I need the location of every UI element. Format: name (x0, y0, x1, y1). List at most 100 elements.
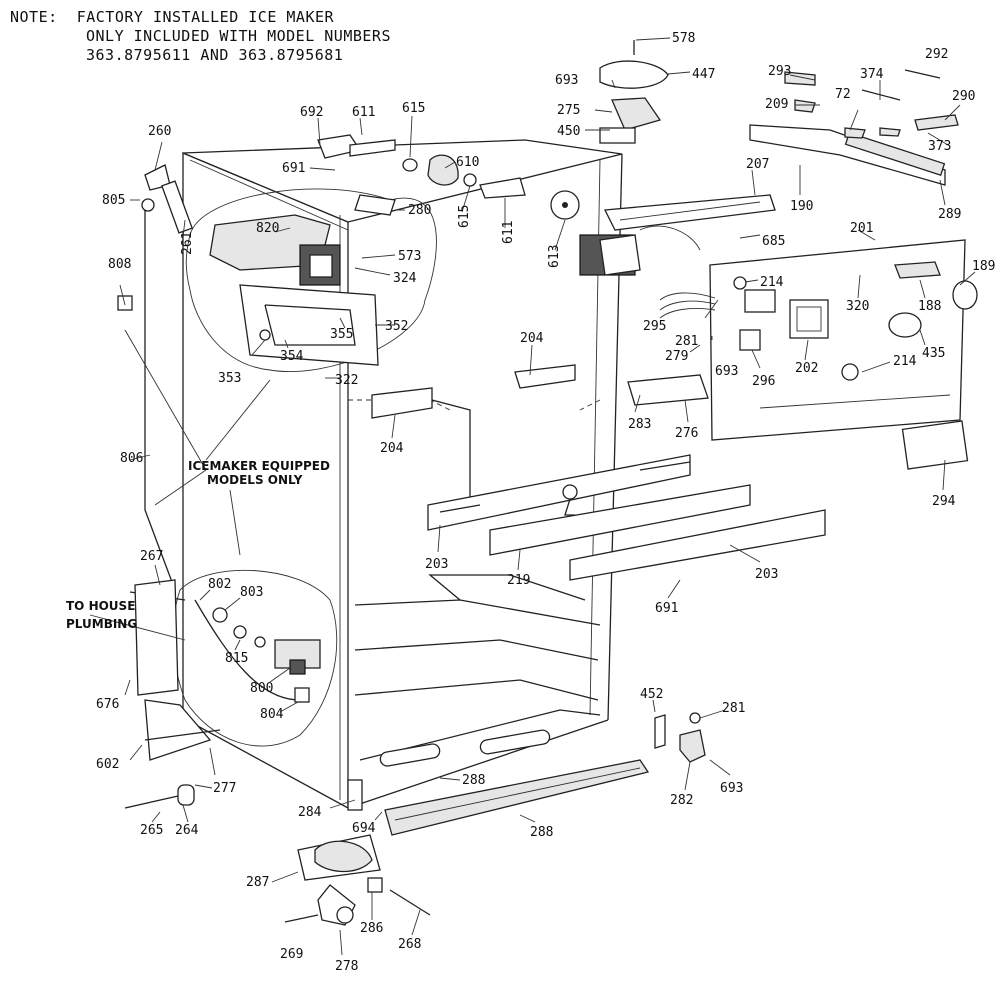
part-label: 374 (860, 67, 884, 82)
part-label: 278 (335, 959, 358, 974)
part-label: 260 (148, 124, 171, 139)
part-label: 354 (280, 349, 304, 364)
leader-lines (89, 37, 976, 956)
part-label: 282 (670, 793, 693, 808)
part-label: 290 (952, 89, 975, 104)
part-label: 189 (972, 259, 995, 274)
part-label: 352 (385, 319, 408, 334)
top-controls (317, 40, 959, 276)
note-prefix: NOTE: (10, 8, 58, 26)
part-label: 691 (282, 161, 305, 176)
part-label: 447 (692, 67, 715, 82)
part-label: 276 (675, 426, 698, 441)
part-label: 203 (755, 567, 778, 582)
part-label: 693 (555, 73, 578, 88)
part-label: 279 (665, 349, 688, 364)
part-label: 283 (628, 417, 651, 432)
part-label: 207 (746, 157, 769, 172)
part-label: 219 (507, 573, 530, 588)
plumbing-callout-line-1: TO HOUSE (66, 599, 135, 613)
part-label: 805 (102, 193, 125, 208)
part-label: 269 (280, 947, 303, 962)
part-labels: 578 447 693 275 450 292 293 374 290 209 … (96, 31, 995, 974)
bottom-parts (124, 712, 706, 926)
part-label: 693 (715, 364, 738, 379)
part-label: 435 (922, 346, 945, 361)
part-label: 72 (835, 87, 851, 102)
note-line-3: 363.8795611 AND 363.8795681 (86, 46, 344, 64)
part-label: 373 (928, 139, 951, 154)
part-label: 281 (675, 334, 698, 349)
icemaker-inset-lower (172, 569, 338, 747)
brackets-and-rails (371, 364, 826, 581)
part-label: 286 (360, 921, 383, 936)
part-label: 611 (352, 105, 375, 120)
part-label: 815 (225, 651, 248, 666)
part-label: 452 (640, 687, 663, 702)
part-label: 264 (175, 823, 199, 838)
part-label: 803 (240, 585, 263, 600)
part-label: 294 (932, 494, 956, 509)
part-label: 295 (643, 319, 666, 334)
part-label: 209 (765, 97, 788, 112)
part-label: 320 (846, 299, 869, 314)
part-label: 201 (850, 221, 873, 236)
part-label: 204 (380, 441, 404, 456)
part-label: 692 (300, 105, 323, 120)
part-label: 296 (752, 374, 775, 389)
part-label: 806 (120, 451, 143, 466)
part-label: 288 (462, 773, 485, 788)
part-label: 324 (393, 271, 417, 286)
part-label: 613 (547, 245, 562, 268)
part-label: 573 (398, 249, 421, 264)
part-label: 691 (655, 601, 678, 616)
note-line-2: ONLY INCLUDED WITH MODEL NUMBERS (86, 27, 391, 45)
part-label: 275 (557, 103, 580, 118)
part-label: 277 (213, 781, 236, 796)
icemaker-inset-upper (185, 188, 437, 372)
part-label: 322 (335, 373, 358, 388)
part-label: 190 (790, 199, 813, 214)
part-label: 280 (408, 203, 431, 218)
part-label: 261 (180, 232, 195, 255)
icemaker-callout-line-2: MODELS ONLY (207, 473, 303, 487)
part-label: 611 (501, 221, 516, 244)
part-label: 281 (722, 701, 745, 716)
part-label: 685 (762, 234, 785, 249)
part-label: 353 (218, 371, 241, 386)
part-label: 802 (208, 577, 231, 592)
part-label: 288 (530, 825, 553, 840)
part-label: 268 (398, 937, 421, 952)
part-label: 289 (938, 207, 961, 222)
part-label: 202 (795, 361, 818, 376)
control-panel (659, 239, 978, 470)
part-label: 204 (520, 331, 544, 346)
part-label: 203 (425, 557, 448, 572)
part-label: 355 (330, 327, 353, 342)
part-label: 214 (760, 275, 784, 290)
part-label: 265 (140, 823, 163, 838)
part-label: 804 (260, 707, 284, 722)
part-label: 578 (672, 31, 695, 46)
icemaker-callout-line-1: ICEMAKER EQUIPPED (188, 459, 330, 473)
part-label: 284 (298, 805, 322, 820)
part-label: 615 (457, 205, 472, 228)
note-line-1: FACTORY INSTALLED ICE MAKER (76, 8, 335, 26)
part-label: 820 (256, 221, 279, 236)
plumbing-callout-line-2: PLUMBING (66, 617, 137, 631)
part-label: 287 (246, 875, 269, 890)
part-label: 800 (250, 681, 273, 696)
part-label: 450 (557, 124, 580, 139)
part-label: 214 (893, 354, 917, 369)
part-label: 602 (96, 757, 119, 772)
part-label: 694 (352, 821, 376, 836)
part-label: 610 (456, 155, 479, 170)
part-label: 292 (925, 47, 948, 62)
part-label: 267 (140, 549, 163, 564)
callout-labels: ICEMAKER EQUIPPED MODELS ONLY TO HOUSE P… (66, 459, 330, 631)
part-label: 808 (108, 257, 131, 272)
water-line (117, 164, 193, 696)
part-label: 693 (720, 781, 743, 796)
